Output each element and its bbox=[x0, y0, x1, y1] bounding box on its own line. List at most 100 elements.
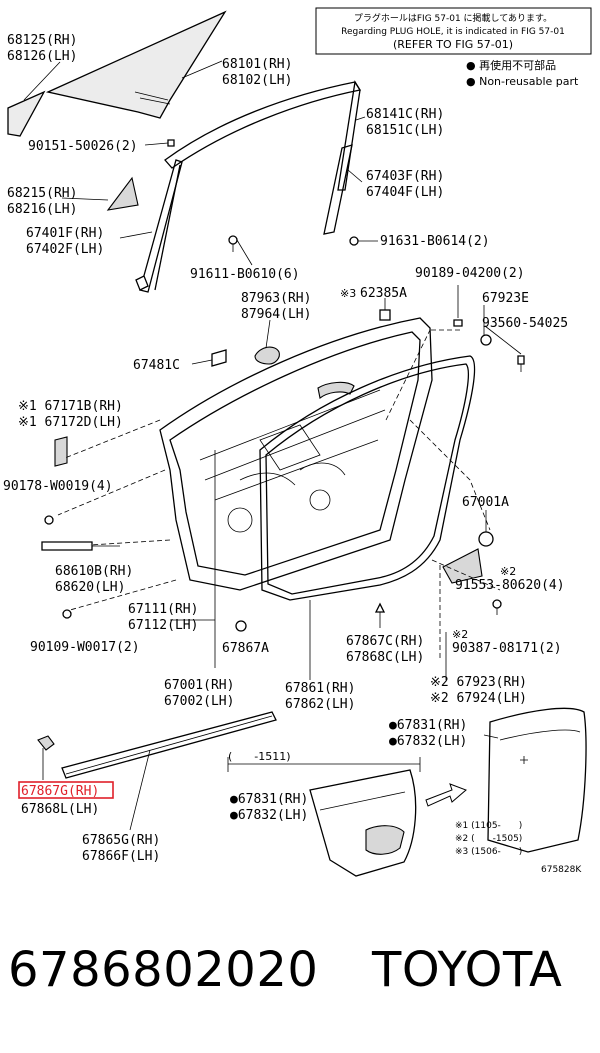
label-67862: 67862(LH) bbox=[285, 697, 355, 712]
door-frame-run bbox=[164, 80, 366, 191]
clip-67867c bbox=[374, 602, 386, 628]
parts-diagram: プラグホールはFIG 57-01 に掲載してあります。 Regarding PL… bbox=[3, 7, 592, 877]
label-91553-mark: ※2 bbox=[500, 565, 516, 578]
label-93560: 93560-54025 bbox=[482, 316, 568, 331]
label-90387-mark: ※2 bbox=[452, 628, 468, 641]
label-67832-early: ●67832(LH) bbox=[230, 808, 308, 823]
label-67001a: 67001A bbox=[462, 495, 509, 510]
note-line3: (REFER TO FIG 57-01) bbox=[393, 38, 513, 51]
footnote-3: ※3 (1506- ) bbox=[455, 847, 522, 857]
label-90387: 90387-08171(2) bbox=[452, 641, 562, 656]
label-67831-early: ●67831(RH) bbox=[230, 792, 308, 807]
door-weatherstrip bbox=[259, 355, 476, 601]
label-91611: 91611-B0610(6) bbox=[190, 267, 300, 282]
clip-90151 bbox=[144, 139, 175, 147]
footer: 6786802020 TOYOTA bbox=[0, 935, 600, 1015]
door-trim-panel-late bbox=[483, 707, 587, 853]
run-channel-67401 bbox=[119, 159, 183, 293]
part-labels: 68125(RH) 68126(LH) 68101(RH) 68102(LH) … bbox=[3, 33, 582, 875]
arrow-right bbox=[425, 783, 467, 807]
label-67868c: 67868C(LH) bbox=[346, 650, 424, 665]
door-trim-panel-early bbox=[309, 769, 417, 877]
insulator-67923 bbox=[442, 548, 483, 584]
label-range: ( -1511) bbox=[228, 750, 291, 763]
label-67831-late: ●67831(RH) bbox=[389, 718, 467, 733]
label-68126: 68126(LH) bbox=[7, 49, 77, 64]
upper-hinge bbox=[54, 436, 68, 467]
label-90151: 90151-50026(2) bbox=[28, 139, 138, 154]
footnote-1: ※1 (1105- ) bbox=[455, 821, 522, 831]
label-67866: 67866F(LH) bbox=[82, 849, 160, 864]
dashed-guides bbox=[57, 329, 501, 660]
label-67924: ※2 67924(LH) bbox=[430, 691, 527, 706]
label-87963: 87963(RH) bbox=[241, 291, 311, 306]
screw-90189 bbox=[453, 285, 463, 327]
brand-name: TOYOTA bbox=[372, 942, 563, 998]
note-line2: Regarding PLUG HOLE, it is indicated in … bbox=[341, 27, 565, 37]
label-68151: 68151C(LH) bbox=[366, 123, 444, 138]
label-67001: 67001(RH) bbox=[164, 678, 234, 693]
label-67172: ※1 67172D(LH) bbox=[18, 415, 123, 430]
label-90178: 90178-W0019(4) bbox=[3, 479, 113, 494]
label-67111: 67111(RH) bbox=[128, 602, 198, 617]
bolt-90178 bbox=[44, 515, 54, 525]
label-67402: 67402F(LH) bbox=[26, 242, 104, 257]
label-67868l: 67868L(LH) bbox=[21, 802, 99, 817]
clip-62385a bbox=[379, 309, 391, 321]
label-67401: 67401F(RH) bbox=[26, 226, 104, 241]
screw-91553 bbox=[492, 599, 502, 615]
label-68101: 68101(RH) bbox=[222, 57, 292, 72]
label-67171: ※1 67171B(RH) bbox=[18, 399, 123, 414]
label-67865: 67865G(RH) bbox=[82, 833, 160, 848]
door-check bbox=[41, 541, 120, 551]
leader-lines bbox=[170, 298, 522, 680]
label-67923: ※2 67923(RH) bbox=[430, 675, 527, 690]
bracket-67481c bbox=[211, 349, 227, 367]
quarter-window-glass bbox=[7, 61, 61, 137]
label-67867g: 67867G(RH) bbox=[21, 784, 99, 799]
label-67861: 67861(RH) bbox=[285, 681, 355, 696]
plug-hole-note: プラグホールはFIG 57-01 に掲載してあります。 Regarding PL… bbox=[315, 7, 592, 55]
front-door-glass bbox=[45, 10, 227, 119]
highlight-box-67867g bbox=[18, 781, 114, 799]
label-67832-late: ●67832(LH) bbox=[389, 734, 467, 749]
corner-trim-68215 bbox=[61, 176, 139, 211]
label-67923e: 67923E bbox=[482, 291, 529, 306]
label-67404: 67404F(LH) bbox=[366, 185, 444, 200]
label-62385: 62385A bbox=[360, 286, 407, 301]
bolt-91631 bbox=[349, 236, 378, 246]
label-68216: 68216(LH) bbox=[7, 202, 77, 217]
label-68215: 68215(RH) bbox=[7, 186, 77, 201]
label-90189: 90189-04200(2) bbox=[415, 266, 525, 281]
label-67112: 67112(LH) bbox=[128, 618, 198, 633]
label-67481: 67481C bbox=[133, 358, 180, 373]
label-67867a: 67867A bbox=[222, 641, 269, 656]
clip-67867a bbox=[235, 620, 247, 632]
label-67867c: 67867C(RH) bbox=[346, 634, 424, 649]
label-68620: 68620(LH) bbox=[55, 580, 125, 595]
figure-code: 675828K bbox=[541, 865, 582, 875]
label-67403: 67403F(RH) bbox=[366, 169, 444, 184]
pad-67001a bbox=[478, 531, 494, 547]
trim-panel-range bbox=[227, 757, 421, 772]
footnote-2: ※2 ( -1505) bbox=[455, 834, 522, 844]
division-bar-67403 bbox=[323, 144, 363, 235]
label-87964: 87964(LH) bbox=[241, 307, 311, 322]
label-91631: 91631-B0614(2) bbox=[380, 234, 490, 249]
belt-molding bbox=[61, 711, 277, 831]
legend-nonreusable-jp: ● 再使用不可部品 bbox=[466, 58, 556, 72]
label-68610: 68610B(RH) bbox=[55, 564, 133, 579]
label-68125: 68125(RH) bbox=[7, 33, 77, 48]
legend-nonreusable-en: ● Non-reusable part bbox=[466, 75, 579, 88]
mirror-pad-87963 bbox=[254, 346, 280, 365]
label-67002: 67002(LH) bbox=[164, 694, 234, 709]
part-number: 6786802020 bbox=[8, 942, 319, 998]
molding-clip-67867g bbox=[37, 735, 55, 780]
label-90109: 90109-W0017(2) bbox=[30, 640, 140, 655]
note-line1: プラグホールはFIG 57-01 に掲載してあります。 bbox=[354, 12, 552, 24]
label-62385-mark: ※3 bbox=[340, 287, 356, 300]
bolt-90109 bbox=[62, 609, 72, 619]
label-68141: 68141C(RH) bbox=[366, 107, 444, 122]
grommet-67923e bbox=[480, 334, 492, 346]
label-91553: 91553-80620(4) bbox=[455, 578, 565, 593]
